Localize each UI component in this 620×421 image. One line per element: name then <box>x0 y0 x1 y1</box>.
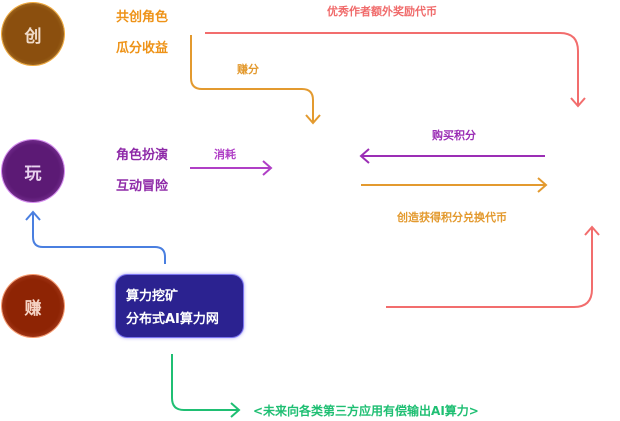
play-node-label: 玩 <box>24 163 42 184</box>
author-reward-label: 优秀作者额外奖励代币 <box>327 5 437 18</box>
create-node-label: 创 <box>24 26 42 47</box>
play-item-role-play: 角色扮演 <box>116 148 169 163</box>
earn-points-arrow <box>190 35 314 122</box>
mining-box-line-2: 分布式AI算力网 <box>126 312 219 327</box>
mining-to-play-arrow <box>32 213 166 264</box>
create-item-co-create-character: 共创角色 <box>116 10 169 25</box>
mining-box: 算力挖矿 分布式AI算力网 <box>116 275 243 337</box>
author-reward-arrow <box>205 32 579 105</box>
future-output-label: <未来向各类第三方应用有偿输出AI算力> <box>253 404 479 418</box>
earn-node: 赚 <box>2 275 64 337</box>
future-output-arrow <box>171 354 238 411</box>
earn-to-exchange-arrow <box>386 228 593 308</box>
play-node: 玩 <box>2 140 64 202</box>
earn-node-label: 赚 <box>24 298 42 319</box>
create-node: 创 <box>2 3 64 65</box>
create-item-share-revenue: 瓜分收益 <box>116 41 169 56</box>
mining-box-line-1: 算力挖矿 <box>126 289 179 304</box>
play-item-interactive-adventure: 互动冒险 <box>116 179 169 194</box>
consume-label: 消耗 <box>214 148 236 161</box>
create-exchange-label: 创造获得积分兑换代币 <box>397 211 507 224</box>
earn-points-label: 赚分 <box>237 63 259 76</box>
buy-points-label: 购买积分 <box>432 129 476 142</box>
